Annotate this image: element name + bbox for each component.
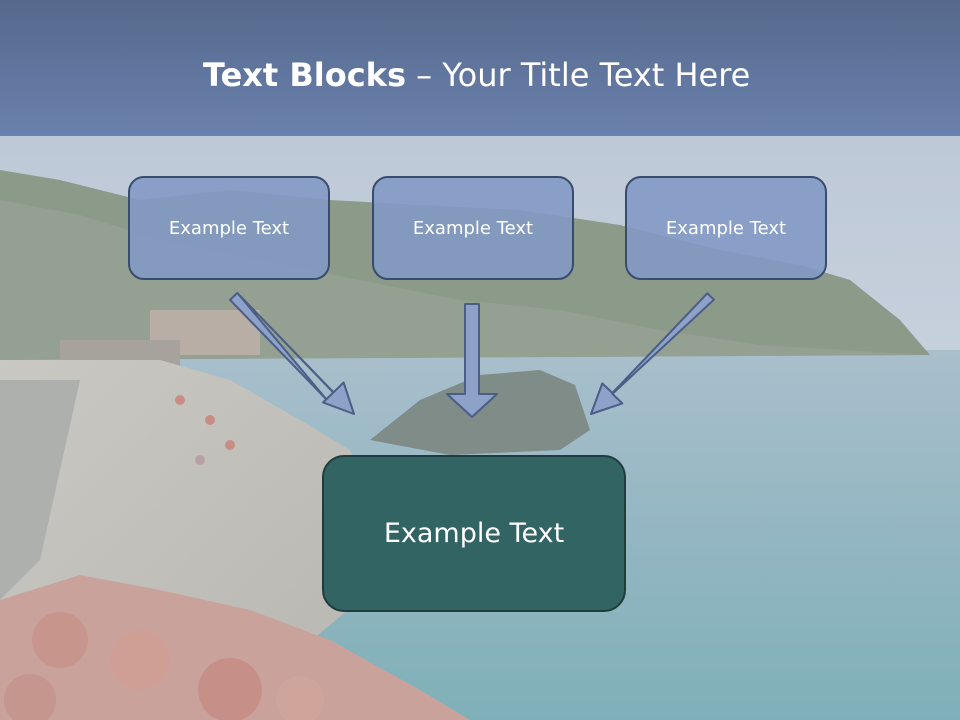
arrow-right bbox=[590, 292, 715, 415]
text-block-top-center[interactable]: Example Text bbox=[372, 176, 574, 280]
title-bar bbox=[0, 0, 960, 136]
title-rest: Your Title Text Here bbox=[442, 56, 751, 94]
text-block-top-left[interactable]: Example Text bbox=[128, 176, 330, 280]
text-block-top-right[interactable]: Example Text bbox=[625, 176, 827, 280]
title-bold: Text Blocks bbox=[203, 56, 406, 94]
slide-title: Text Blocks – Your Title Text Here bbox=[203, 54, 750, 96]
arrow-left bbox=[229, 291, 355, 415]
arrow-center bbox=[446, 303, 498, 418]
title-dash: – bbox=[406, 56, 443, 94]
text-block-bottom[interactable]: Example Text bbox=[322, 455, 626, 612]
